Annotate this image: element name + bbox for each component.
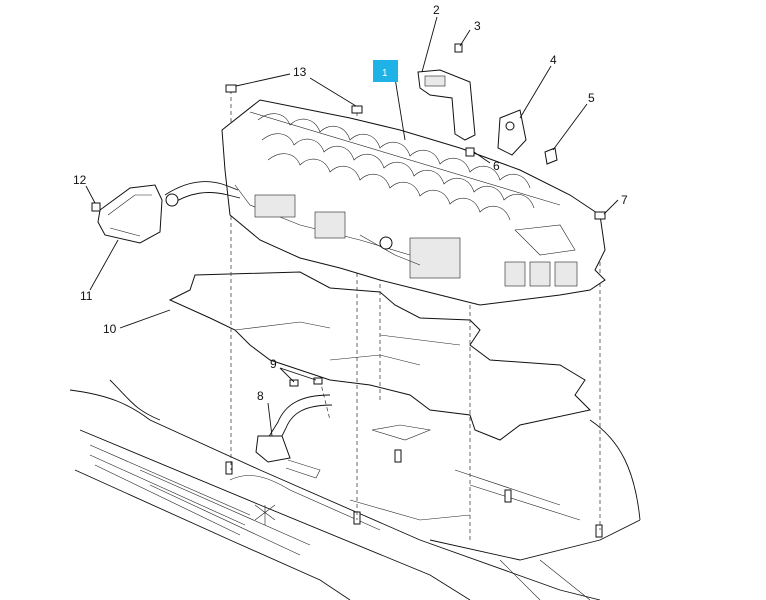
callout-11: 11	[80, 289, 93, 303]
clip-5	[544, 147, 558, 165]
callout-12: 12	[73, 173, 87, 187]
callout-3: 3	[474, 19, 481, 33]
vehicle-floor	[69, 379, 641, 600]
leader-lines	[85, 16, 619, 437]
bracket-2	[417, 69, 476, 141]
callout-1-highlight-box	[373, 60, 398, 82]
callout-6: 6	[493, 159, 500, 173]
air-duct	[97, 181, 241, 244]
fasteners	[91, 43, 606, 387]
callout-13: 13	[293, 65, 307, 79]
callouts: 1 2 3 4 5 6 7 8 9 10 11 12 13	[73, 3, 628, 403]
callout-1: 1	[382, 68, 388, 79]
main-housing	[221, 99, 606, 306]
callout-7: 7	[621, 193, 628, 207]
callout-5: 5	[588, 91, 595, 105]
callout-9: 9	[270, 357, 277, 371]
callout-4: 4	[550, 53, 557, 67]
callout-10: 10	[103, 322, 117, 336]
callout-2: 2	[433, 3, 440, 17]
harness-8	[255, 394, 333, 479]
sensor-4	[497, 109, 527, 156]
callout-8: 8	[257, 389, 264, 403]
